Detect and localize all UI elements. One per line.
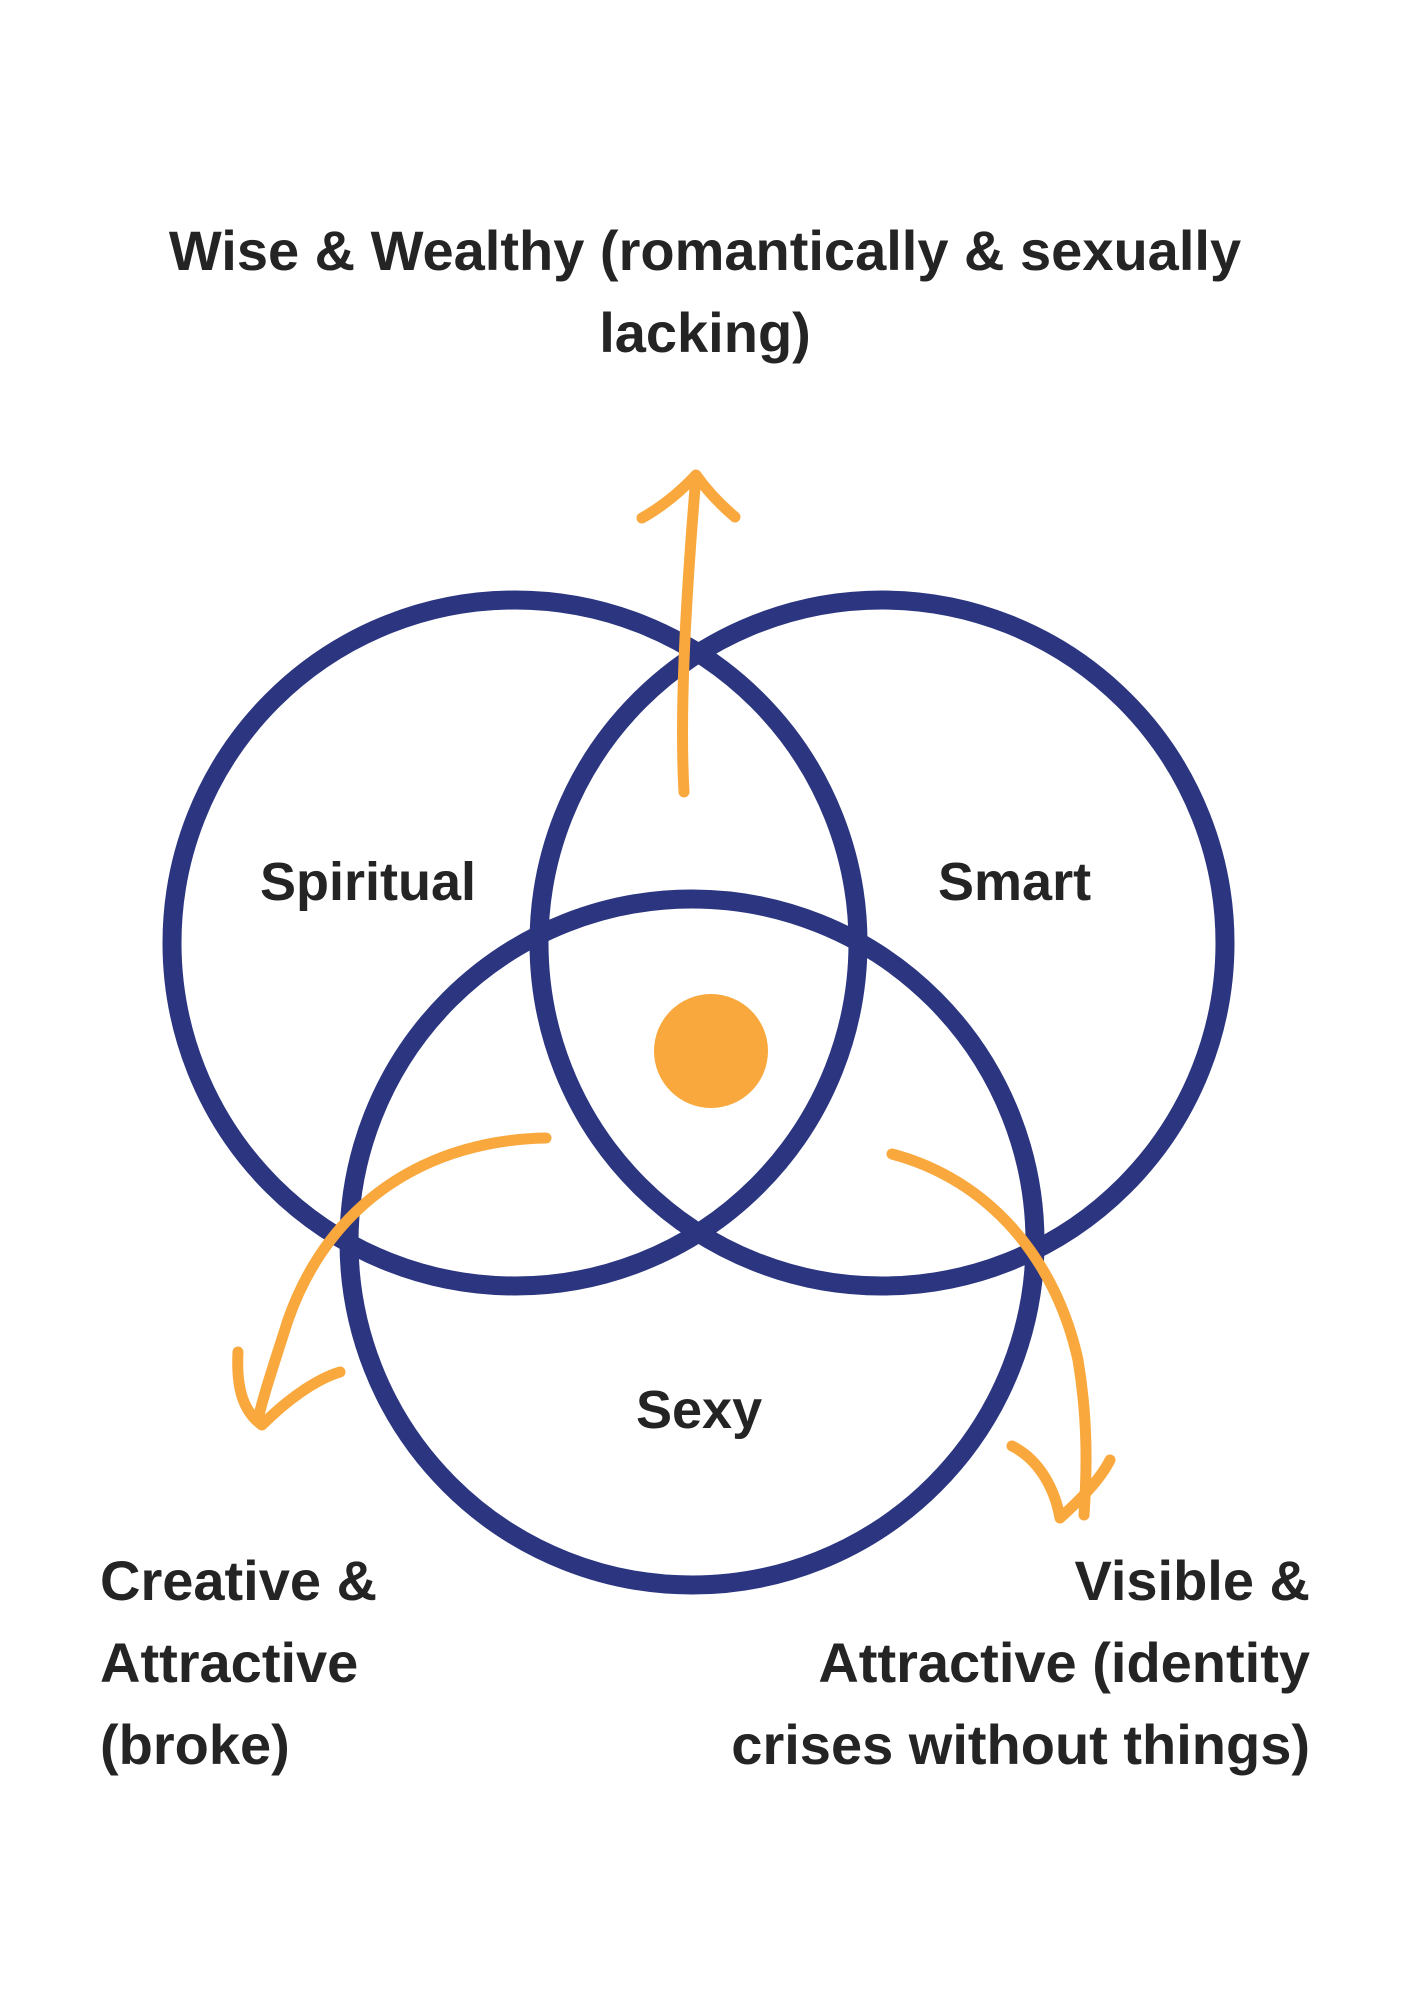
label-top-line-2: lacking): [599, 301, 811, 364]
label-left-line-2: Attractive: [100, 1631, 359, 1694]
label-left-line-1: Creative &: [100, 1549, 378, 1612]
arrow-up-head: [636, 469, 741, 524]
label-creative-attractive: Creative & Attractive (broke): [100, 1540, 460, 1786]
arrow-left-head: [232, 1346, 346, 1431]
label-spiritual: Spiritual: [260, 852, 477, 912]
circle-smart: [529, 590, 1235, 1296]
label-right-line-1: Visible &: [1074, 1549, 1310, 1612]
label-right-line-2: Attractive (identity: [818, 1631, 1310, 1694]
label-wise-wealthy: Wise & Wealthy (romantically & sexually …: [120, 210, 1290, 374]
arrow-right-head: [1006, 1440, 1116, 1524]
label-sexy: Sexy: [636, 1380, 763, 1440]
arrow-up: [677, 470, 702, 798]
label-visible-attractive: Visible & Attractive (identity crises wi…: [690, 1540, 1310, 1786]
center-dot: [654, 994, 768, 1108]
circle-sexy: [339, 889, 1045, 1595]
label-right-line-3: crises without things): [731, 1713, 1310, 1776]
arrow-left: [252, 1132, 552, 1426]
arrow-right: [886, 1148, 1092, 1521]
label-top-line-1: Wise & Wealthy (romantically & sexually: [168, 219, 1242, 282]
label-left-line-3: (broke): [100, 1713, 290, 1776]
label-smart: Smart: [938, 852, 1092, 912]
